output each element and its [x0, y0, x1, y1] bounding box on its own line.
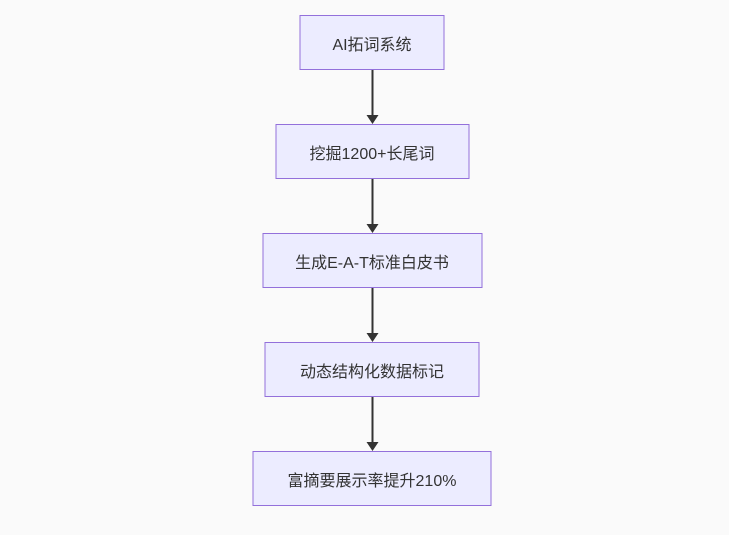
arrow-down-icon [365, 397, 379, 451]
arrow-shaft [371, 179, 373, 224]
arrow-head-icon [366, 442, 378, 451]
arrow-shaft [371, 288, 373, 333]
flowchart-node-rich-snippet-rate: 富摘要展示率提升210% [252, 451, 492, 506]
arrow-down-icon [365, 288, 379, 342]
flowchart-node-structured-data-markup: 动态结构化数据标记 [264, 342, 480, 397]
arrow-shaft [371, 397, 373, 442]
arrow-down-icon [365, 179, 379, 233]
arrow-head-icon [366, 333, 378, 342]
flowchart: AI拓词系统 挖掘1200+长尾词 生成E-A-T标准白皮书 动态结构化数据标记… [252, 15, 492, 506]
arrow-down-icon [365, 70, 379, 124]
arrow-head-icon [366, 115, 378, 124]
flowchart-node-longtail-keywords: 挖掘1200+长尾词 [275, 124, 469, 179]
flowchart-node-eat-whitepaper: 生成E-A-T标准白皮书 [262, 233, 482, 288]
arrow-shaft [371, 70, 373, 115]
flowchart-node-ai-keyword-system: AI拓词系统 [299, 15, 445, 70]
arrow-head-icon [366, 224, 378, 233]
